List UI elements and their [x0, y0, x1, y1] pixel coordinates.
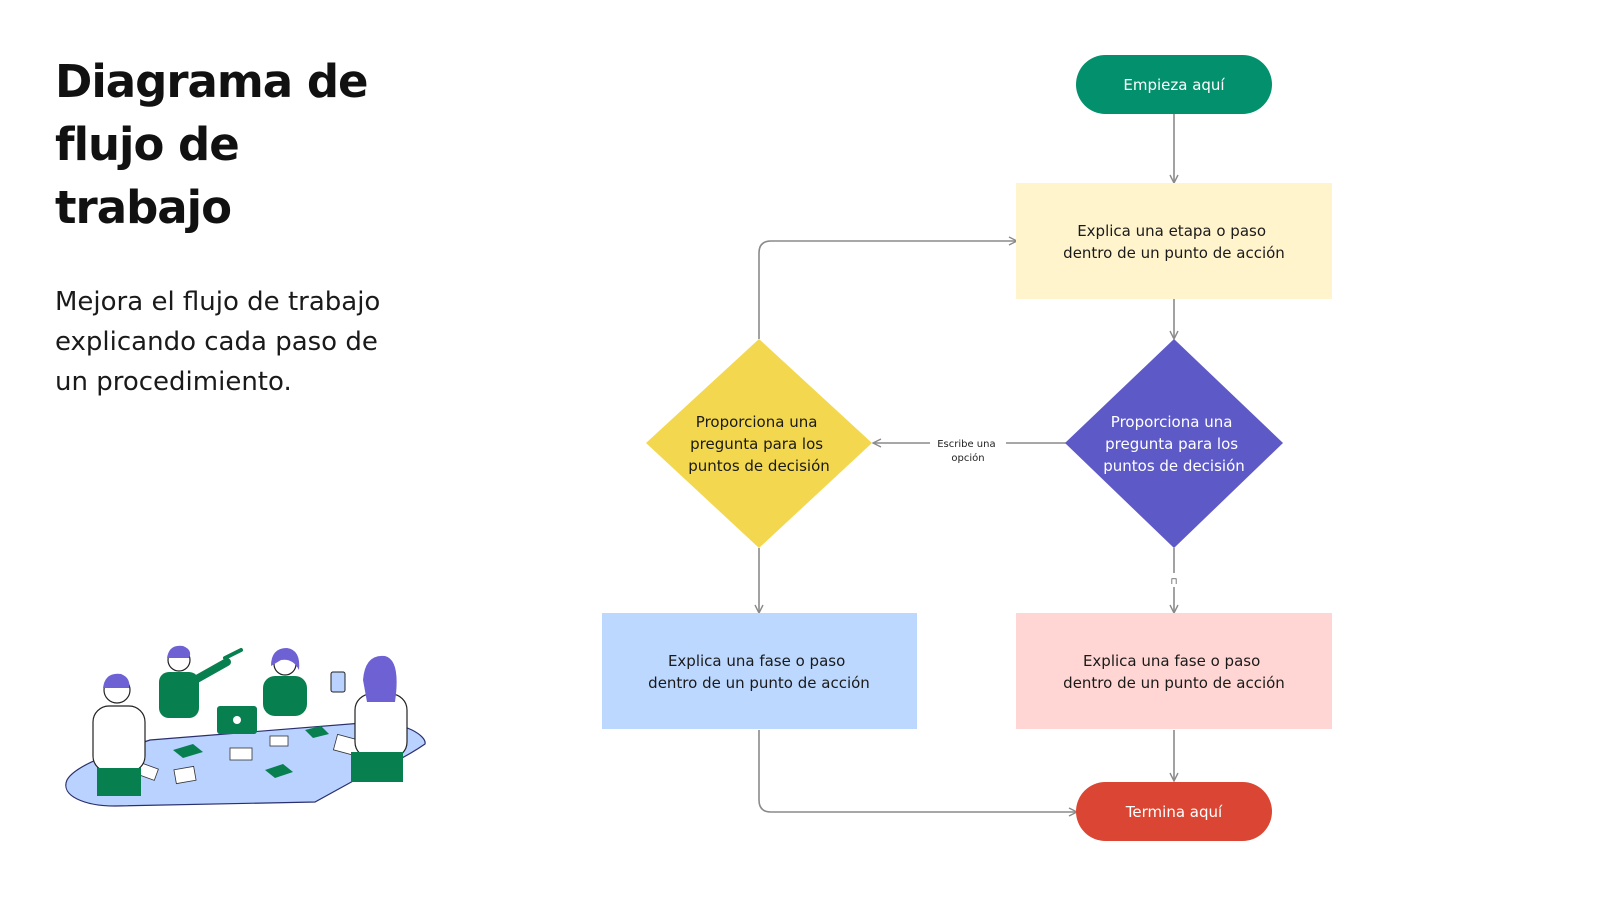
step-left-line: dentro de un punto de acción: [648, 674, 870, 692]
decision-right-line: Proporciona una: [1111, 413, 1233, 431]
person-1-hair: [103, 673, 130, 688]
decision-right-label: Proporciona una pregunta para los puntos…: [1103, 413, 1245, 475]
start-node: Empieza aquí: [1076, 55, 1272, 114]
subtitle-line: explicando cada paso de: [55, 327, 378, 357]
decision-left-node: Proporciona una pregunta para los puntos…: [646, 339, 872, 548]
paper-note: [269, 735, 289, 747]
title-line: flujo de: [55, 118, 240, 171]
connectors: [759, 114, 1174, 812]
step-top-label: Explica una etapa o paso dentro de un pu…: [1063, 222, 1285, 262]
decision-left-diamond: [646, 339, 872, 548]
green-note: [173, 744, 203, 758]
step-right-box: [1016, 613, 1332, 729]
paper-note: [229, 747, 253, 761]
person-2-arm: [191, 658, 231, 684]
step-left-line: Explica una fase o paso: [668, 652, 845, 670]
end-terminal: [1076, 782, 1272, 841]
person-2-hair: [167, 645, 191, 658]
step-right-node: Explica una fase o paso dentro de un pun…: [1016, 613, 1332, 729]
decision-left-line: puntos de decisión: [688, 457, 830, 475]
step-right-label: Explica una fase o paso dentro de un pun…: [1063, 652, 1285, 692]
person-3-hair: [271, 648, 300, 670]
decision-left-line: pregunta para los: [690, 435, 823, 453]
decision-right-line: puntos de decisión: [1103, 457, 1245, 475]
connector-step-left-to-end: [758, 730, 1076, 812]
person-2-body: [159, 672, 199, 718]
title-line: Diagrama de: [55, 55, 369, 108]
edge-label: Escribe una opción: [937, 439, 999, 464]
step-left-node: Explica una fase o paso dentro de un pun…: [602, 613, 917, 729]
laptop-logo: [233, 716, 241, 724]
decision-left-line: Proporciona una: [696, 413, 818, 431]
subtitle-line: Mejora el flujo de trabajo: [55, 287, 381, 317]
person-3-body: [263, 676, 307, 716]
step-top-line: dentro de un punto de acción: [1063, 244, 1285, 262]
green-note: [265, 764, 293, 778]
green-note: [305, 726, 329, 738]
edge-label-line: opción: [951, 452, 984, 464]
end-label: Termina aquí: [1125, 803, 1223, 821]
person-1-legs: [97, 768, 141, 796]
person-4-body: [354, 693, 408, 759]
step-left-box: [602, 613, 917, 729]
step-top-node: Explica una etapa o paso dentro de un pu…: [1016, 183, 1332, 299]
page-subtitle: Mejora el flujo de trabajo explicando ca…: [55, 282, 435, 402]
edge-label-bg: [930, 434, 1006, 468]
decision-right-diamond: [1065, 339, 1283, 548]
small-mark-bg: [1168, 573, 1180, 587]
step-top-line: Explica una etapa o paso: [1077, 222, 1266, 240]
start-terminal: [1076, 55, 1272, 114]
decision-right-node: Proporciona una pregunta para los puntos…: [1065, 339, 1283, 548]
paper-note: [173, 765, 197, 785]
step-left-label: Explica una fase o paso dentro de un pun…: [648, 652, 870, 692]
step-top-box: [1016, 183, 1332, 299]
start-label: Empieza aquí: [1123, 76, 1225, 94]
step-right-line: dentro de un punto de acción: [1063, 674, 1285, 692]
end-node: Termina aquí: [1076, 782, 1272, 841]
decision-left-label: Proporciona una pregunta para los puntos…: [688, 413, 830, 475]
title-line: trabajo: [55, 181, 232, 234]
small-mark: ⊓: [1170, 577, 1177, 587]
person-1-body: [92, 705, 146, 773]
connector-decision-left-loop: [758, 241, 1016, 339]
person-4-skirt: [351, 752, 403, 782]
edge-label-line: Escribe una: [937, 439, 995, 450]
step-right-line: Explica una fase o paso: [1083, 652, 1260, 670]
page-title: Diagrama de flujo de trabajo: [55, 50, 475, 239]
person-4-hair: [363, 655, 397, 702]
phone-card: [330, 671, 346, 693]
subtitle-line: un procedimiento.: [55, 367, 292, 397]
marker-pen: [223, 648, 243, 660]
team-meeting-illustration: [65, 645, 426, 807]
decision-right-line: pregunta para los: [1105, 435, 1238, 453]
